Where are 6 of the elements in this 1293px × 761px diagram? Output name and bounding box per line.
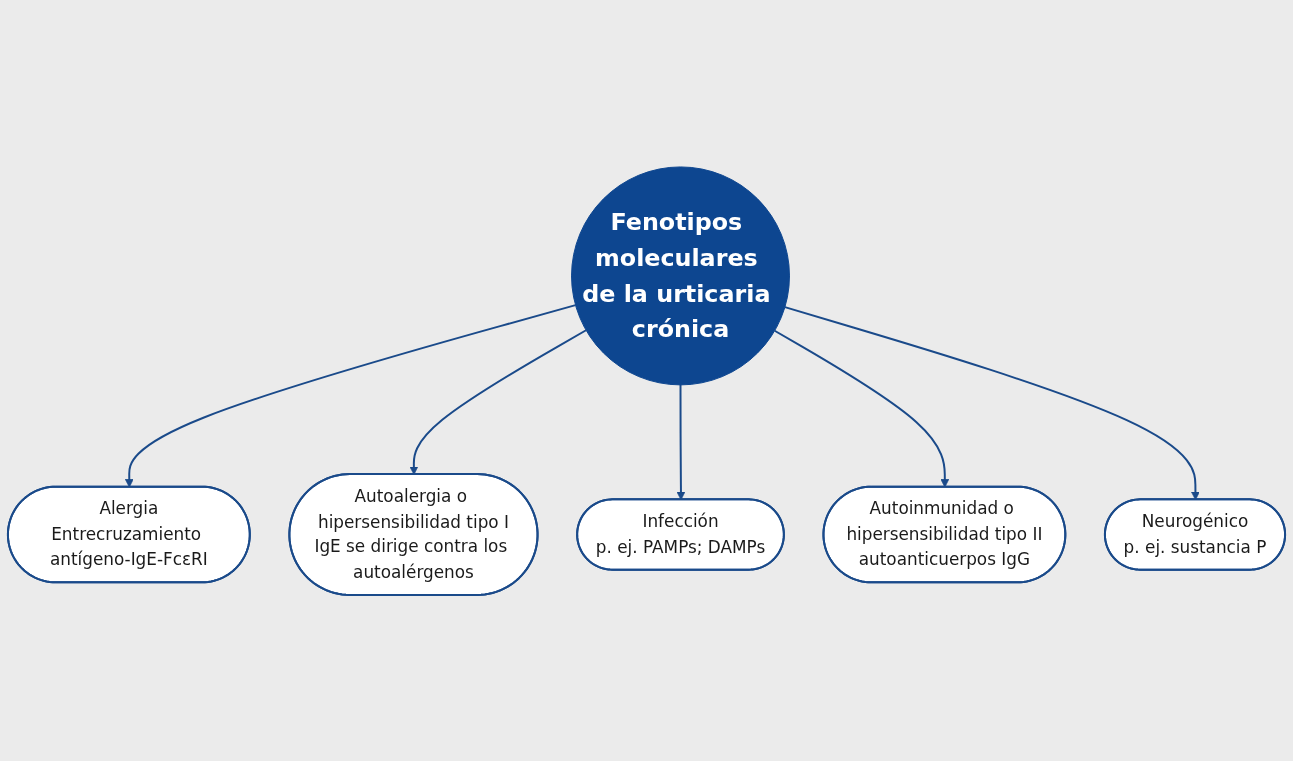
arrow [409, 328, 587, 475]
arrow [676, 383, 686, 500]
arrow [773, 329, 950, 488]
arrow [124, 303, 577, 488]
arrow [783, 305, 1200, 500]
node-circle: Fenotipos moleculares de la urticaria crónica [571, 166, 790, 385]
